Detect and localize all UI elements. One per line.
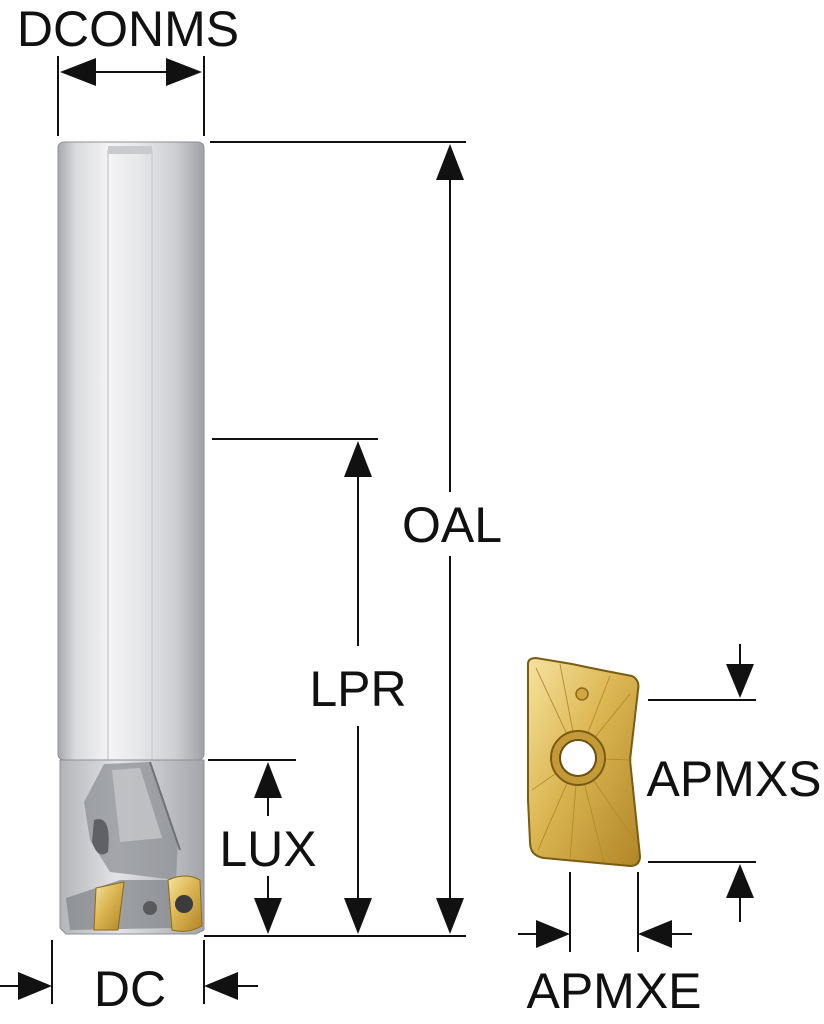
insert-marking-dot <box>575 687 589 701</box>
arrow-down-icon <box>254 898 282 934</box>
apmxs-dimension <box>648 644 756 922</box>
flute-edge <box>149 761 181 851</box>
arrow-down-icon <box>344 898 372 934</box>
arrow-down-icon <box>436 898 464 934</box>
apmxe-dimension <box>518 872 692 952</box>
chip-flute-highlight <box>112 768 162 842</box>
arrow-left-icon <box>204 972 238 1000</box>
insert-screw <box>175 895 193 913</box>
arrow-left-icon <box>638 920 672 948</box>
coolant-slot <box>92 819 109 855</box>
arrow-right-icon <box>536 920 570 948</box>
insert-screw <box>143 901 157 915</box>
label-dc: DC <box>94 961 166 1017</box>
milling-tool-icon <box>57 141 205 935</box>
arrow-left-icon <box>60 58 96 86</box>
arrow-right-icon <box>18 972 52 1000</box>
carbide-insert-icon <box>527 656 642 868</box>
tool-insert <box>93 881 125 931</box>
lpr-dimension <box>212 438 378 934</box>
dconms-dimension <box>57 56 205 136</box>
tool-shank <box>57 141 205 761</box>
lux-dimension <box>208 759 296 934</box>
label-dconms: DCONMS <box>17 1 239 57</box>
insert-center-hole <box>559 739 597 777</box>
arrow-down-icon <box>726 664 754 698</box>
dc-dimension <box>0 940 258 1004</box>
arrow-right-icon <box>166 58 202 86</box>
arrow-up-icon <box>726 864 754 898</box>
label-apmxs: APMXS <box>646 751 821 807</box>
arrow-up-icon <box>344 441 372 477</box>
label-lpr: LPR <box>309 661 406 717</box>
shank-top-face <box>108 146 152 154</box>
label-apmxe: APMXE <box>526 963 701 1019</box>
arrow-up-icon <box>254 762 282 798</box>
label-oal: OAL <box>402 497 502 553</box>
label-lux: LUX <box>219 821 316 877</box>
oal-dimension <box>204 141 466 937</box>
arrow-up-icon <box>436 144 464 180</box>
